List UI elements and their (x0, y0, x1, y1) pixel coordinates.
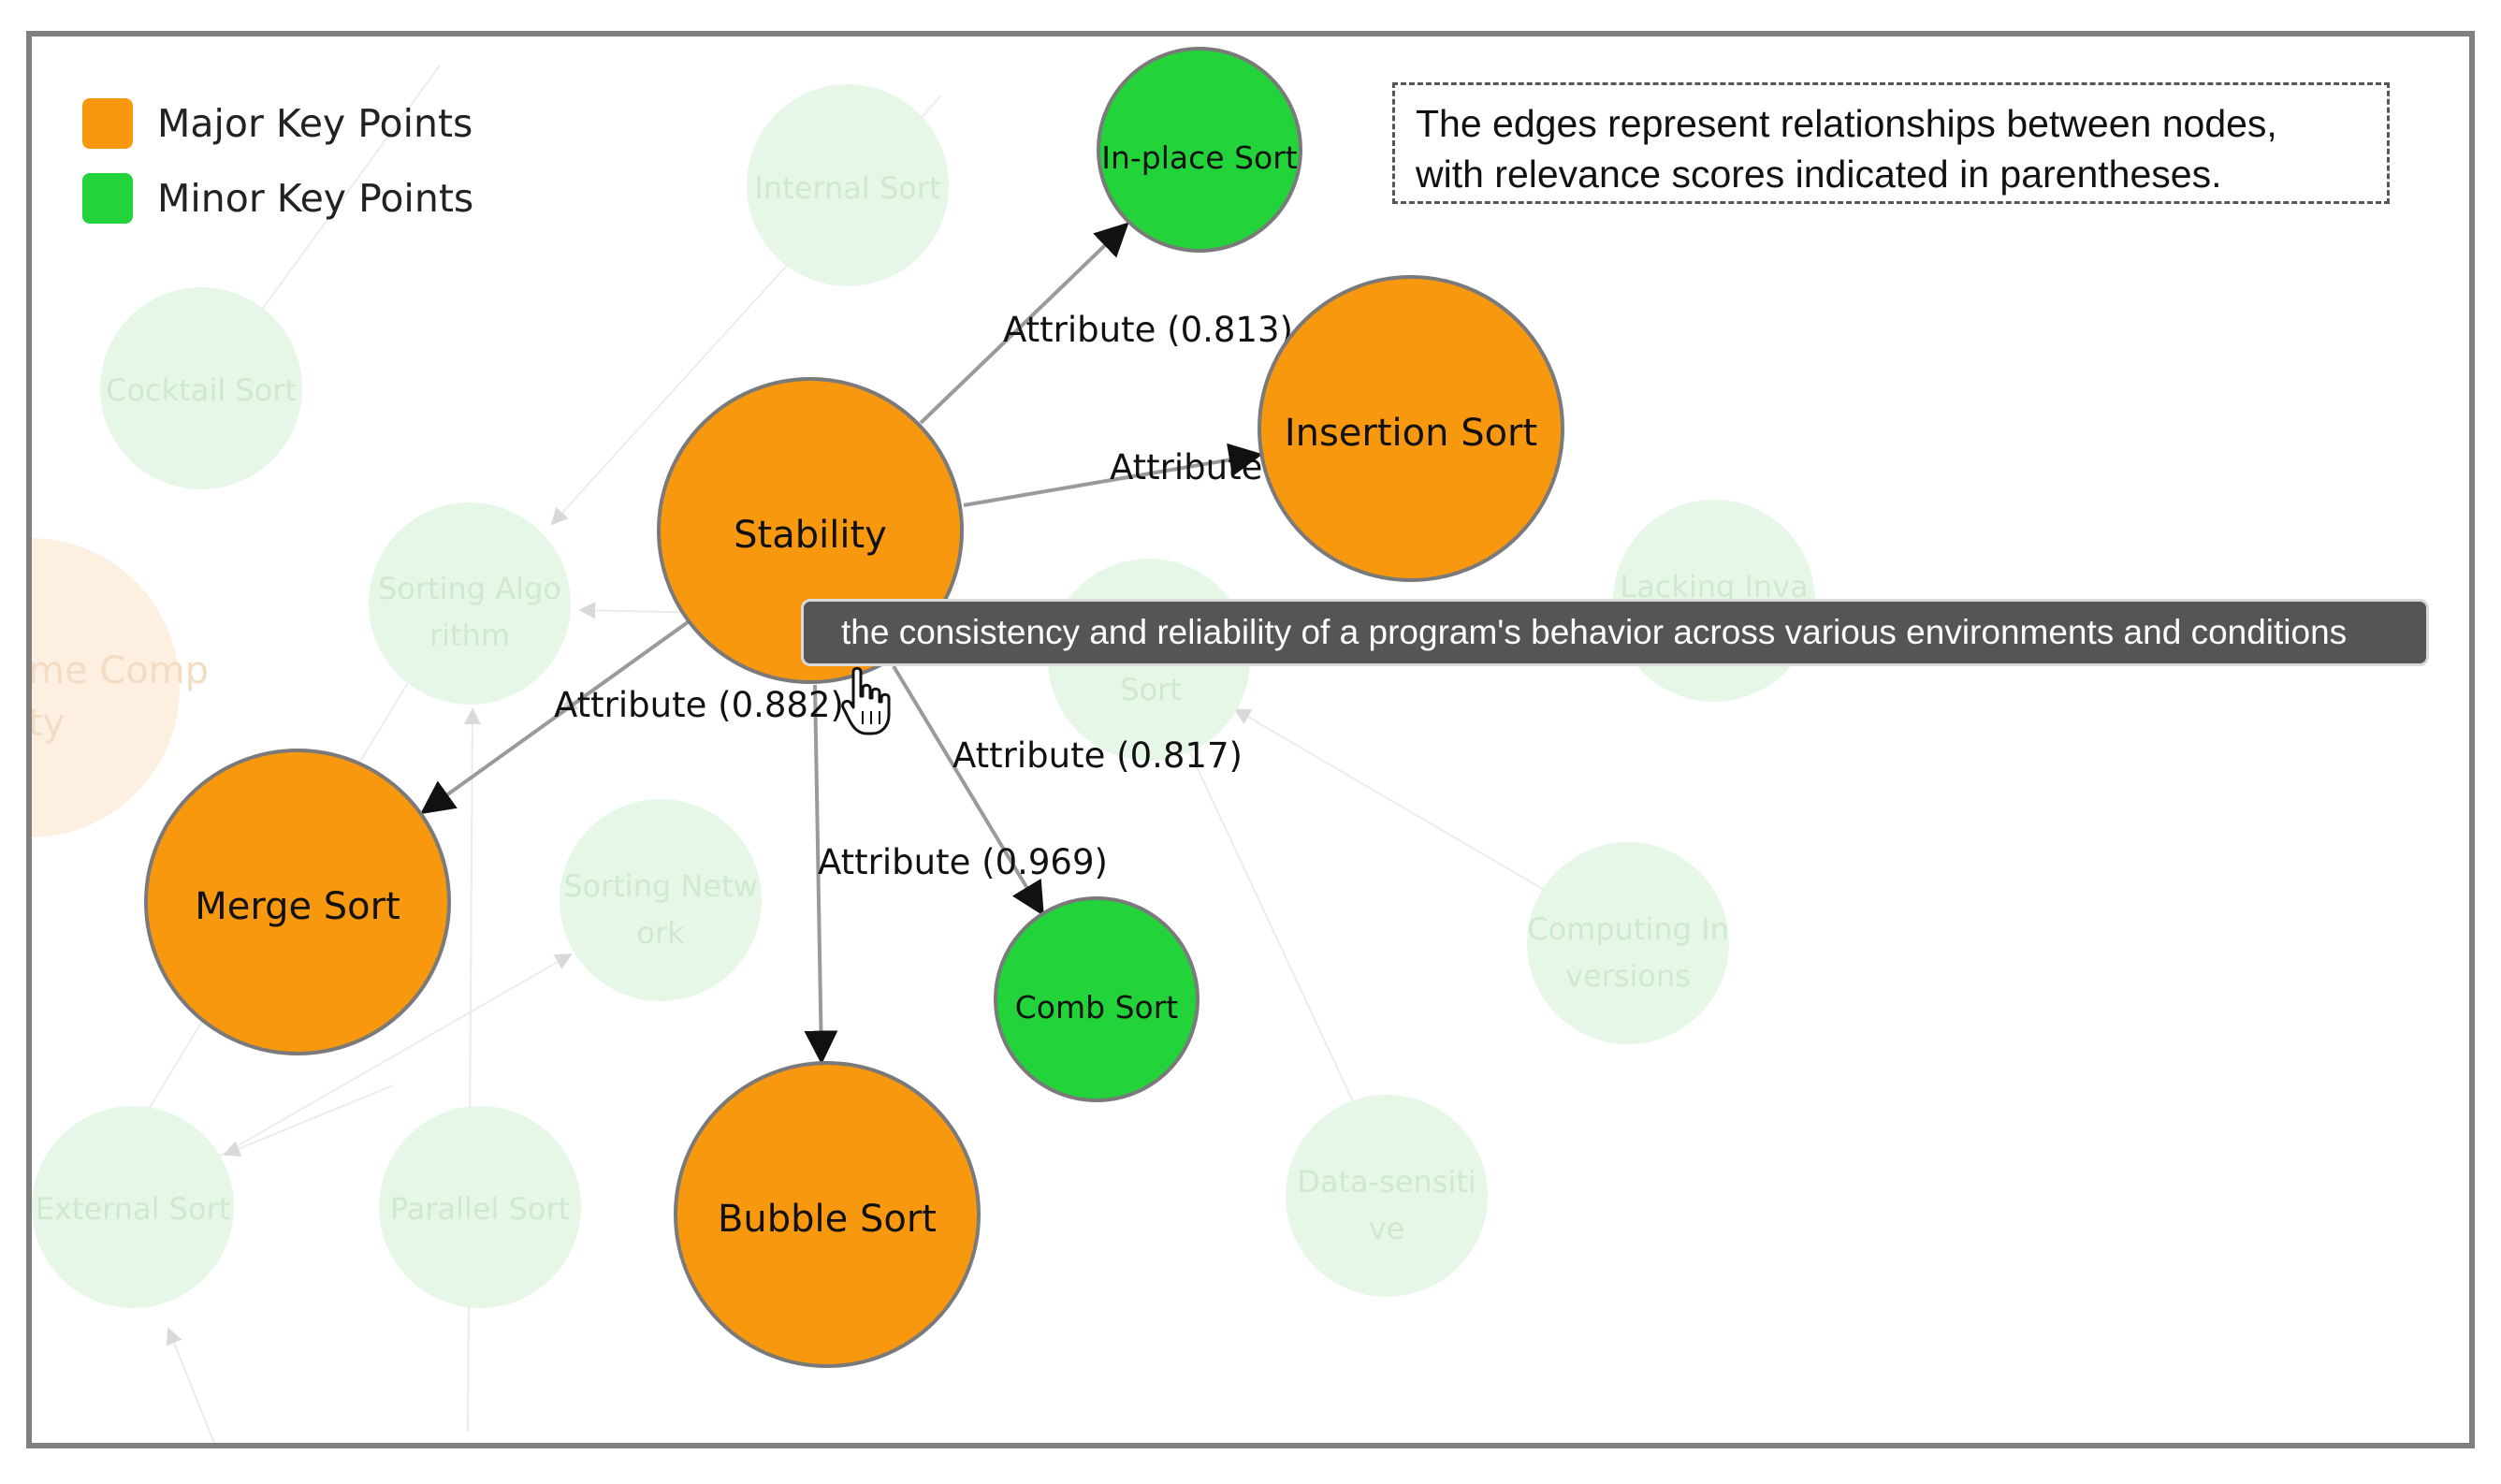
faded-node-internal-sort (747, 84, 949, 286)
faded-edge (1233, 708, 1592, 918)
node-label-bubble-sort: Bubble Sort (718, 1198, 937, 1241)
faded-edge (463, 707, 481, 1433)
edge-stability-merge-sort[interactable] (420, 620, 690, 815)
edge-explanation-note: The edges represent relationships betwee… (1392, 82, 2390, 204)
faded-node-label: versions (1565, 958, 1691, 994)
legend-swatch-major (82, 98, 133, 149)
legend-swatch-minor (82, 173, 133, 224)
faded-node-label: Sort (1120, 672, 1182, 707)
node-label-merge-sort: Merge Sort (195, 885, 400, 928)
note-line-1: The edges represent relationships betwee… (1416, 102, 2277, 145)
node-in-place-sort[interactable] (1097, 47, 1302, 253)
node-bubble-sort[interactable] (674, 1061, 981, 1368)
edge-stability-comb-sort[interactable] (892, 664, 1044, 917)
legend-item-minor: Minor Key Points (82, 172, 473, 225)
faded-node-cocktail-sort (100, 287, 302, 489)
faded-edge (1187, 748, 1386, 1171)
node-tooltip: the consistency and reliability of a pro… (801, 599, 2429, 666)
node-label-insertion-sort: Insertion Sort (1285, 412, 1537, 455)
faded-edge (166, 1327, 215, 1443)
hand-pointer-icon (841, 666, 891, 735)
edge-label-bubble: Attribute (0.969) (818, 842, 1108, 882)
legend-item-major: Major Key Points (82, 97, 473, 150)
faded-edge (223, 1084, 394, 1157)
faded-node-data-sensitive (1286, 1095, 1488, 1297)
edge-labels: Attribute (0.813) Attribute Attribute (0… (554, 310, 1293, 882)
node-label-comb-sort: Comb Sort (1015, 989, 1179, 1026)
edge-stability-in-place-sort[interactable] (919, 222, 1129, 425)
faded-nodes: me Comp ty Internal Sort Cocktail Sort S… (28, 84, 1815, 1308)
faded-node-label: Cocktail Sort (106, 372, 297, 408)
faded-node-label: Computing In (1527, 911, 1729, 947)
active-edges (420, 222, 1263, 1065)
faded-node-sorting-algorithm (369, 502, 571, 705)
faded-node-parallel-sort (379, 1106, 581, 1308)
edge-label-merge: Attribute (0.882) (554, 685, 844, 725)
node-comb-sort[interactable] (994, 896, 1200, 1102)
faded-node-label: Parallel Sort (390, 1191, 570, 1227)
edge-stability-bubble-sort[interactable] (804, 684, 838, 1065)
faded-node-computing-inversions (1527, 842, 1729, 1044)
note-line-2: with relevance scores indicated in paren… (1416, 153, 2222, 196)
faded-node-external-sort (32, 1106, 234, 1308)
faded-node-label: Lacking Inva (1620, 569, 1808, 604)
faded-node-label: Internal Sort (754, 170, 940, 206)
faded-node-label: ty (28, 702, 65, 745)
edge-label-in-place: Attribute (0.813) (1003, 310, 1293, 350)
node-label-in-place-sort: In-place Sort (1101, 139, 1298, 176)
faded-node-label: rithm (429, 618, 510, 653)
node-insertion-sort[interactable] (1258, 275, 1564, 582)
faded-node-label: ork (636, 915, 685, 951)
edge-label-insertion: Attribute (1110, 447, 1262, 487)
faded-node-label: ve (1369, 1211, 1405, 1246)
edge-label-comb: Attribute (0.817) (952, 735, 1243, 776)
node-merge-sort[interactable] (144, 749, 451, 1055)
faded-node-time-complexity (32, 538, 180, 837)
faded-node-label: External Sort (36, 1191, 231, 1227)
node-label-stability: Stability (734, 514, 887, 557)
legend-label-minor: Minor Key Points (157, 176, 474, 221)
legend-label-major: Major Key Points (157, 101, 473, 146)
faded-node-label: Sorting Netw (563, 868, 758, 904)
faded-node-label: Sorting Algo (378, 571, 561, 606)
faded-node-label: Data-sensiti (1297, 1164, 1476, 1200)
edge-stability-insertion-sort[interactable] (963, 443, 1263, 507)
faded-node-label: me Comp (28, 649, 209, 692)
node-labels: Stability Insertion Sort Merge Sort Bubb… (195, 139, 1537, 1241)
legend: Major Key Points Minor Key Points (82, 97, 473, 247)
faded-node-sorting-network (560, 799, 762, 1001)
